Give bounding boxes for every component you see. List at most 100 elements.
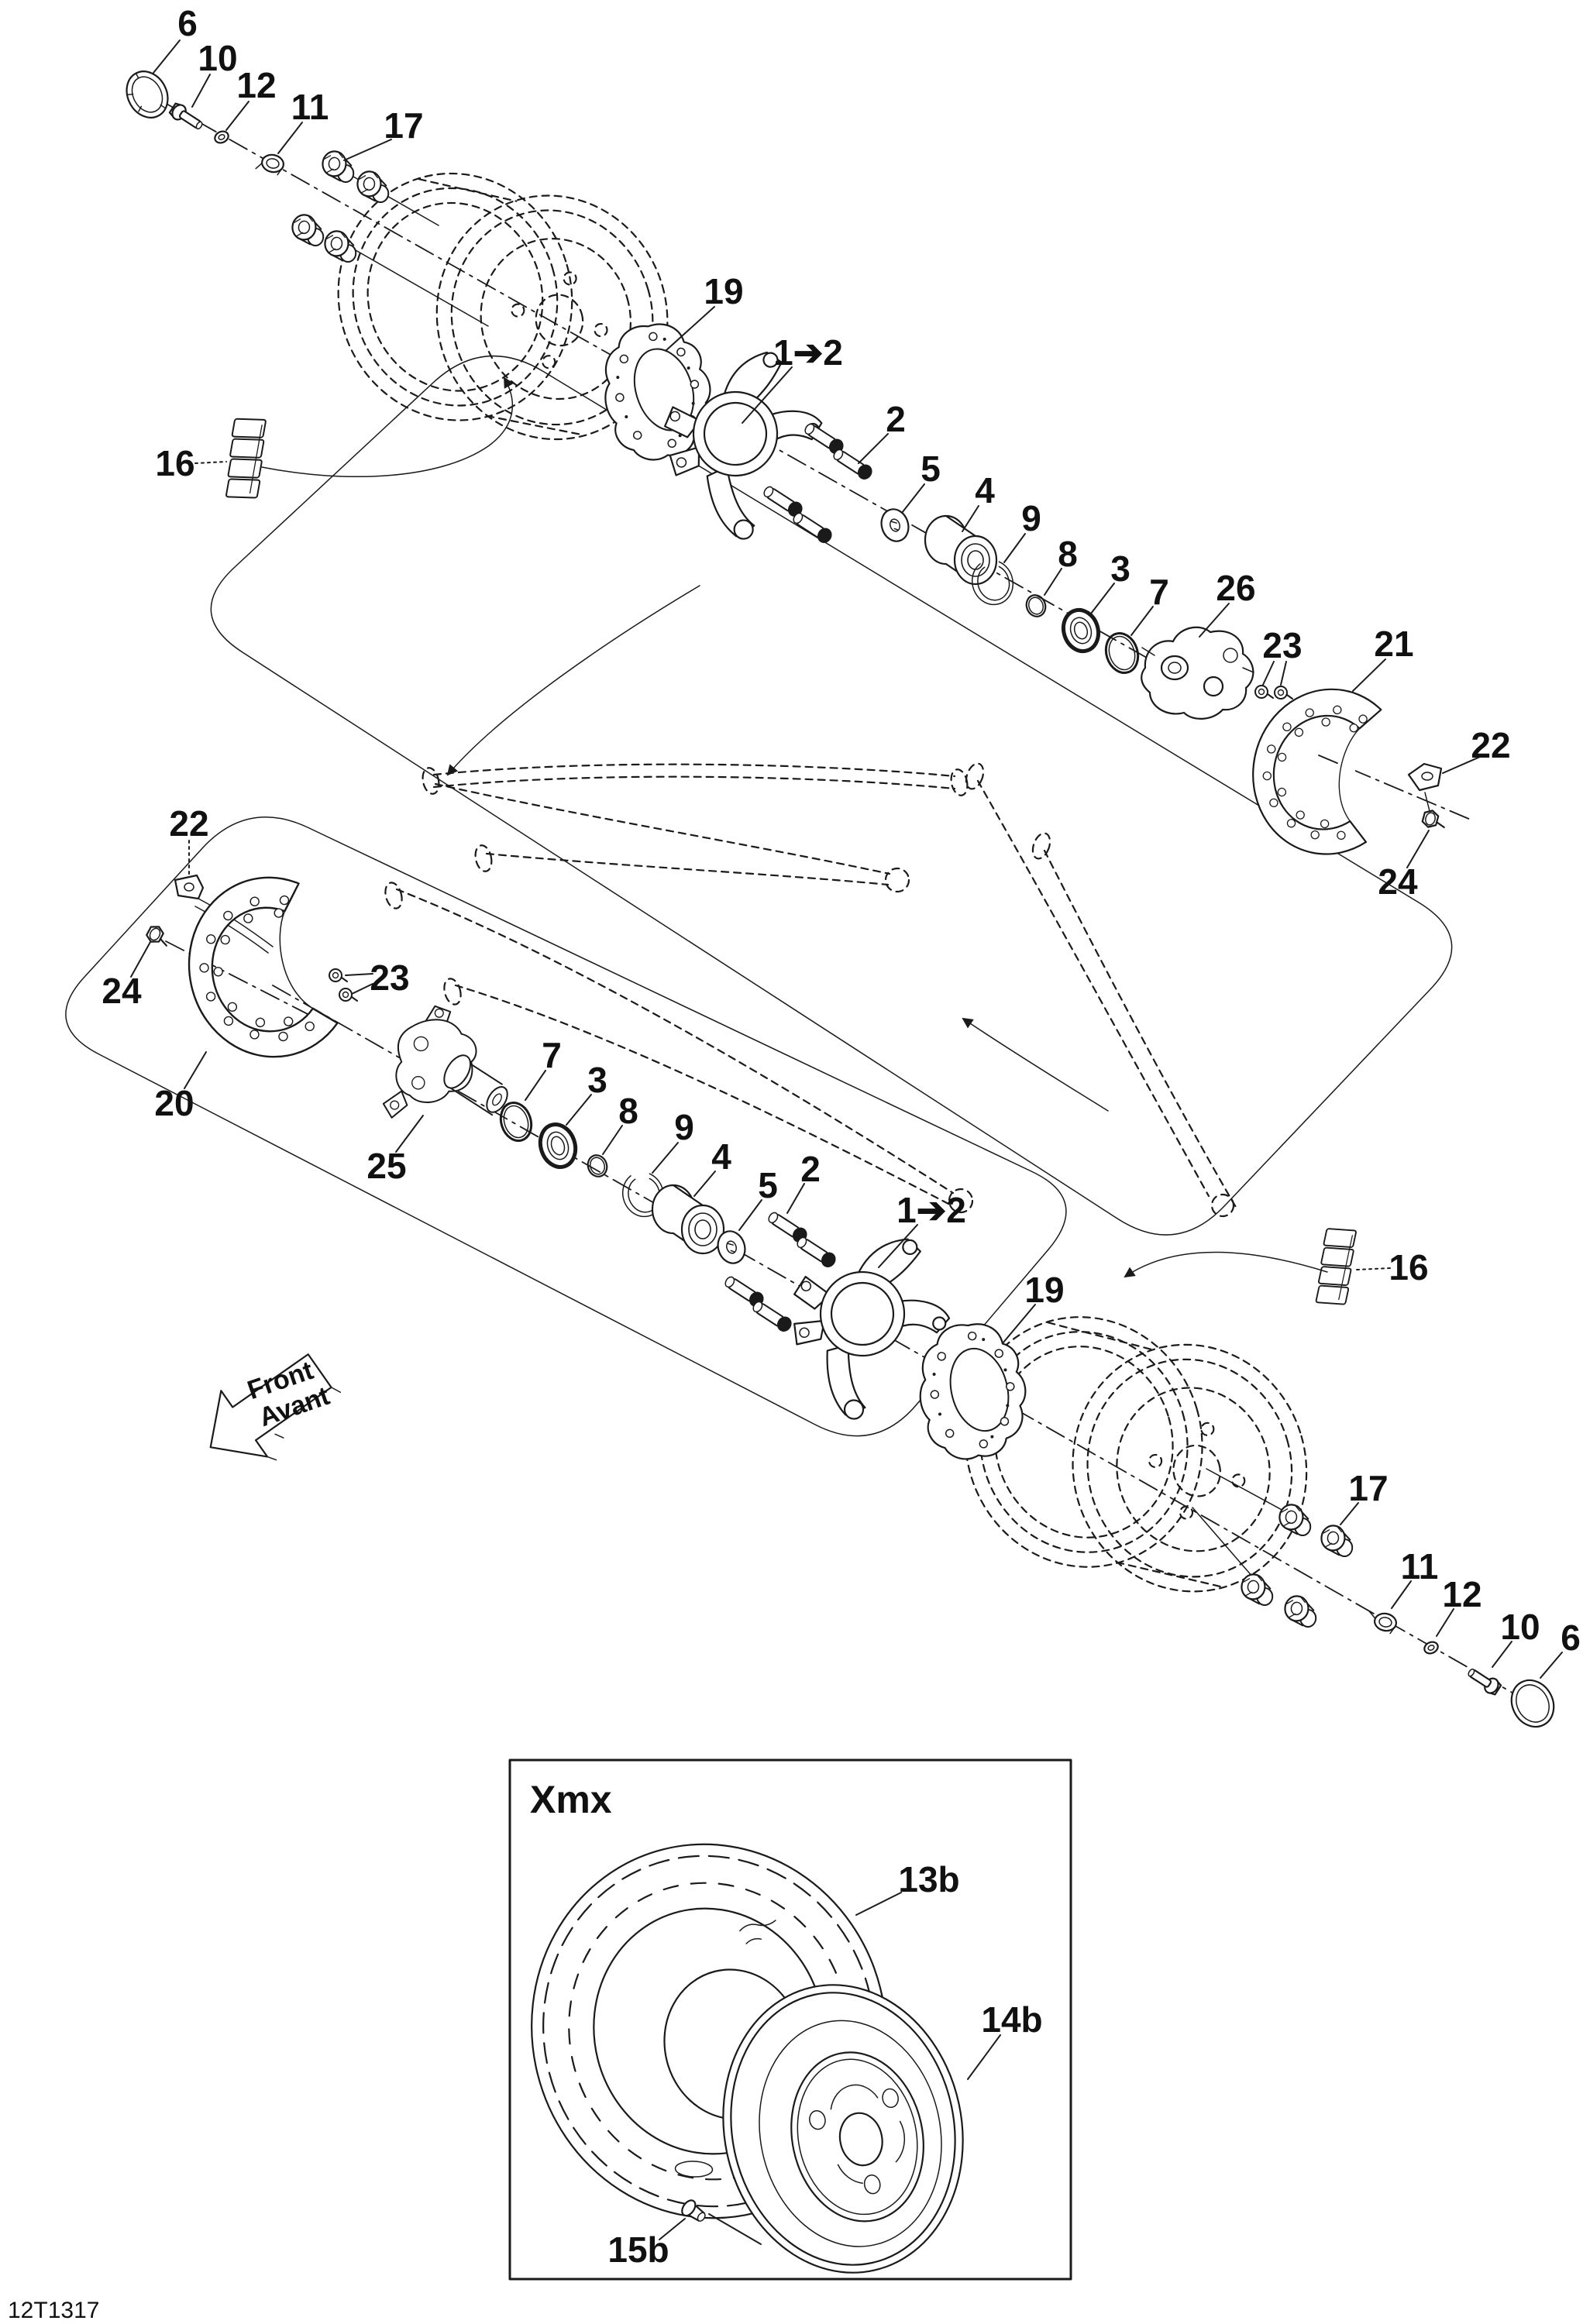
- callout-leader-7-26-0: [525, 1070, 546, 1101]
- lug-nut-17-upper-3: [290, 212, 327, 248]
- nut-11-upper: [255, 153, 284, 176]
- callout-leader-24-19-0: [1406, 830, 1430, 868]
- suspension-a-arms: [384, 762, 1238, 1218]
- document-code: 12T1317: [8, 2298, 99, 2323]
- callout-leader-5-9-0: [901, 483, 925, 514]
- xmx-inset-box: Xmx: [508, 1758, 1072, 2281]
- screw-23-left-1: [328, 968, 349, 983]
- seal-3-upper: [1061, 607, 1101, 654]
- lug-nut-17-lower-2: [1319, 1523, 1356, 1559]
- bolt-10-upper: [168, 102, 203, 130]
- wheel-rim-upper-phantom: [337, 172, 669, 441]
- lug-nut-17-lower-3: [1239, 1572, 1276, 1607]
- callout-leader-24-22-0: [130, 941, 151, 978]
- callout-9-11: 9: [1021, 498, 1041, 538]
- bolt-24-left: [146, 926, 167, 947]
- assembly-to-arms-pointer-upper: [446, 585, 700, 776]
- callout-2-32: 2: [800, 1149, 821, 1189]
- callout-leader-20-23-0: [184, 1051, 207, 1089]
- callout-leader-22-18-0: [1442, 756, 1481, 774]
- callout-25-25: 25: [366, 1146, 406, 1186]
- callout-leader-15b-42-0: [659, 2218, 686, 2240]
- callout-leader-10-38-0: [1492, 1641, 1512, 1668]
- callout-leader-19-6-0: [666, 306, 715, 351]
- callout-16-20: 16: [1389, 1247, 1428, 1287]
- callout-11-36: 11: [1401, 1546, 1439, 1587]
- callout-leader-11-36-0: [1391, 1580, 1412, 1609]
- callout-10-38: 10: [1500, 1607, 1540, 1647]
- callout-22-21: 22: [169, 803, 208, 844]
- bolt-24-right: [1421, 810, 1445, 829]
- bearing-4-upper: [924, 514, 998, 586]
- callout-13b-40: 13b: [898, 1859, 959, 1899]
- callout-22-18: 22: [1471, 725, 1510, 765]
- callout-leader-2-8-0: [858, 433, 889, 464]
- callout-10-1: 10: [198, 38, 237, 78]
- callout-leader-23-16-1: [1280, 661, 1287, 686]
- callout-leader-8-12-0: [1044, 568, 1062, 596]
- callout-leader-23-16-0: [1262, 661, 1275, 686]
- callout-leader-25-25-0: [395, 1115, 424, 1153]
- callout-leader-12-2-0: [225, 101, 249, 131]
- callout-15b-42: 15b: [607, 2229, 669, 2270]
- wheel-weights-16-right: [1310, 1226, 1362, 1306]
- callout-leader-23-24-1: [351, 983, 373, 995]
- caliper-support-26: [1141, 626, 1254, 720]
- o-ring-8-lower: [587, 1154, 608, 1177]
- washer-12-upper: [214, 130, 229, 144]
- weights-to-rim-pointer-lower: [1124, 1251, 1328, 1278]
- gasket-19-lower: [912, 1318, 1033, 1464]
- o-ring-8-upper: [1025, 594, 1047, 617]
- callout-12-37: 12: [1442, 1574, 1481, 1614]
- callout-leader-10-1-0: [191, 74, 211, 108]
- callout-23-24: 23: [370, 957, 409, 998]
- callout-leader-11-3-0: [277, 122, 303, 154]
- axis-lower-assembly: [272, 985, 1544, 1711]
- callout-leader-4-30-0: [693, 1171, 716, 1197]
- callout-leader-6-39-0: [1540, 1652, 1563, 1679]
- hub-cap-ring-6-lower: [1510, 1679, 1555, 1728]
- callout-leader-7-14-0: [1130, 606, 1154, 636]
- lug-nut-17-lower-1: [1277, 1502, 1314, 1538]
- washer-5-upper: [880, 508, 910, 542]
- callout-5-9: 5: [921, 449, 941, 489]
- callout-2-8: 2: [886, 399, 906, 439]
- callout-leader-16-5-0: [194, 461, 227, 464]
- callout-1➔2-33: 1➔2: [896, 1190, 966, 1230]
- callout-leader-19-34-0: [1002, 1304, 1036, 1344]
- lug-nut-17-upper-2: [355, 169, 392, 205]
- snap-ring-9-lower: [621, 1173, 665, 1218]
- axis-guard-left: [165, 940, 334, 1028]
- callout-leader-9-29-0: [652, 1142, 679, 1174]
- callout-4-30: 4: [711, 1136, 731, 1177]
- washer-5-lower: [717, 1230, 746, 1264]
- callout-leader-3-27-0: [566, 1094, 592, 1126]
- axis-upper-assembly: [136, 86, 1171, 672]
- screw-23-left-2: [338, 987, 359, 1002]
- callout-leader-6-0-0: [153, 40, 181, 74]
- callout-7-14: 7: [1149, 572, 1169, 612]
- wheel-weights-16-left: [220, 417, 272, 500]
- callout-26-15: 26: [1216, 568, 1255, 608]
- callout-6-0: 6: [177, 3, 198, 43]
- callout-19-6: 19: [704, 271, 743, 311]
- callout-9-29: 9: [674, 1107, 694, 1147]
- screw-23-right-1: [1254, 684, 1275, 700]
- callout-leader-15b-42-1: [708, 2213, 762, 2245]
- callout-leader-26-15-0: [1199, 603, 1230, 638]
- wheel-rim-lower-phantom: [964, 1316, 1308, 1593]
- inset-title: Xmx: [530, 1778, 612, 1821]
- callout-20-23: 20: [154, 1083, 194, 1123]
- lug-nut-17-upper-1: [320, 149, 357, 184]
- valve-stem-15b: [681, 2199, 706, 2222]
- stud-2-lower-4: [749, 1297, 796, 1336]
- stud-2-upper-2: [830, 445, 876, 483]
- callout-leader-13b-40-0: [855, 1892, 902, 1916]
- callout-17-4: 17: [384, 105, 423, 146]
- callout-19-34: 19: [1024, 1270, 1064, 1310]
- callout-3-27: 3: [587, 1060, 607, 1100]
- callout-7-26: 7: [542, 1035, 562, 1075]
- callout-14b-41: 14b: [981, 1999, 1042, 2040]
